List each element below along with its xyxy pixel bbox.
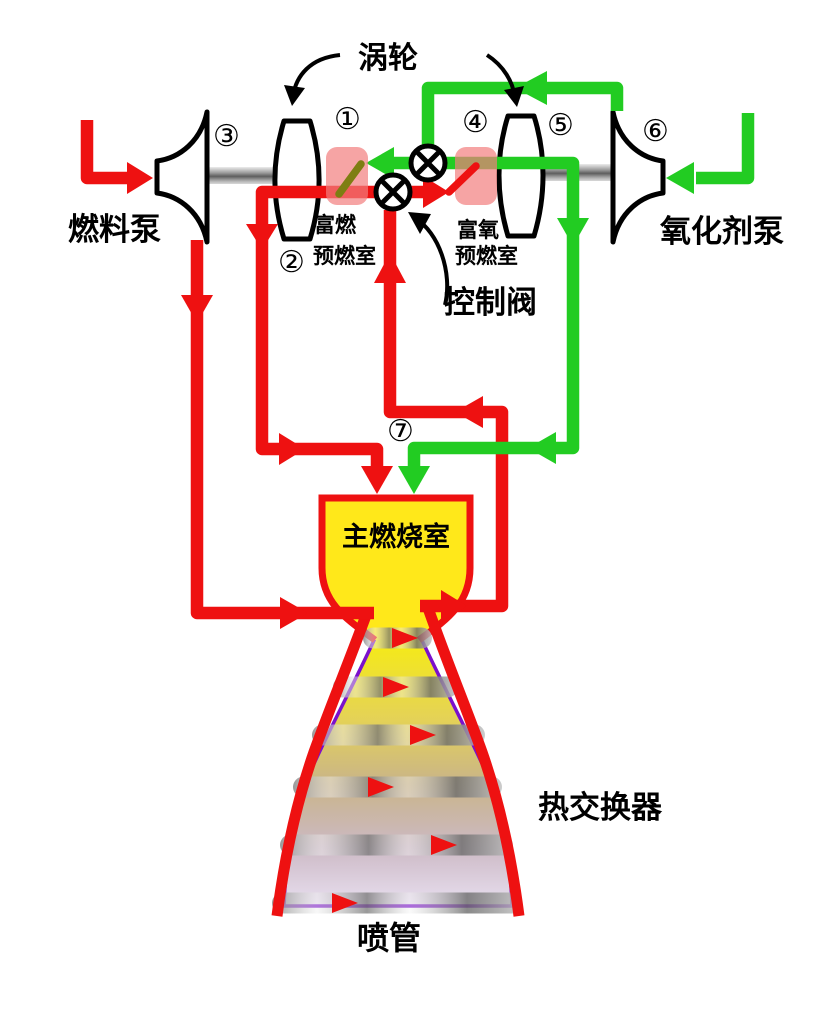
- control-valve-fuel-icon: [373, 172, 413, 212]
- flow-arrow: [361, 466, 393, 494]
- heat-exchanger-label: 热交换器: [538, 790, 662, 825]
- fuel-pump-discharge-line: [190, 240, 374, 620]
- control-valve-oxidizer-icon: [408, 143, 448, 183]
- turbine-label: 涡轮: [358, 42, 418, 75]
- fuel-rich-gas-line: [255, 185, 388, 470]
- fuel-lines: [80, 120, 509, 620]
- flow-arrow: [280, 597, 308, 629]
- fuel-turbine-shape: [272, 118, 322, 242]
- flow-arrow: [441, 590, 467, 622]
- cooling-line-right: [422, 606, 525, 917]
- tube-flow-arrow: [332, 893, 358, 913]
- heat-exchanger-tubes: [272, 627, 522, 914]
- tube-flow-arrow: [383, 677, 409, 697]
- fuel-flow-arrows: [127, 162, 483, 629]
- fuel-pump-label: 燃料泵: [68, 212, 161, 247]
- flow-arrow: [666, 162, 694, 194]
- flow-arrow: [127, 162, 153, 194]
- flow-arrow: [423, 176, 449, 208]
- tube-flow-arrow: [368, 777, 394, 797]
- fuel-rich-preburner-label-line1: 富燃: [314, 214, 356, 237]
- oxidizer-turbine-shape: [496, 113, 546, 239]
- flow-arrow: [515, 71, 547, 105]
- oxidizer-pump-shape: [610, 109, 666, 245]
- component-number-3: ③: [213, 120, 240, 153]
- tube-flow-arrow: [392, 628, 418, 648]
- ox-rich-gas-line: [390, 156, 580, 470]
- flow-arrow: [366, 147, 394, 179]
- oxygen-rich-preburner-label-line2: 预燃室: [455, 245, 518, 268]
- fuel-injection-slash: [445, 162, 480, 196]
- heat-exchanger-tube: [280, 834, 513, 856]
- mixed-injection-slash: [335, 160, 365, 198]
- flow-arrow: [557, 218, 589, 246]
- flow-arrow: [398, 466, 430, 494]
- component-number-7: ⑦: [387, 415, 414, 448]
- main-chamber-label: 主燃烧室: [342, 522, 450, 552]
- drive-shaft-fuel: [206, 167, 282, 184]
- fuel-rich-preburner-box: [326, 147, 368, 205]
- oxidizer-inlet-line: [696, 113, 755, 185]
- heat-exchanger-tube: [293, 776, 502, 798]
- flow-arrow: [246, 224, 278, 250]
- fuel-rich-preburner-label-line2: 预燃室: [313, 245, 376, 268]
- tube-flow-arrow: [410, 725, 436, 745]
- flow-arrow: [279, 433, 305, 465]
- pointer-arrowhead: [284, 85, 305, 106]
- oxygen-rich-preburner-label-line1: 富氧: [457, 219, 499, 242]
- heat-exchanger-tube: [312, 724, 485, 746]
- oxidizer-pump-label: 氧化剂泵: [660, 214, 784, 249]
- nozzle-label: 喷管: [357, 920, 422, 956]
- pointer-arrowhead: [504, 86, 524, 107]
- flow-arrow: [528, 432, 556, 464]
- component-number-2: ②: [278, 246, 305, 279]
- cooling-line-left: [271, 608, 374, 917]
- heat-exchanger-tube: [272, 892, 522, 914]
- component-number-1: ①: [334, 103, 361, 136]
- flow-arrow: [374, 253, 406, 283]
- oxygen-rich-preburner-box: [455, 147, 497, 205]
- fuel-inlet-line: [80, 120, 130, 185]
- flow-arrow: [181, 295, 213, 323]
- pointer-arrowhead: [408, 212, 431, 234]
- component-number-6: ⑥: [642, 115, 669, 148]
- heat-exchanger-return-line: [383, 210, 509, 613]
- tube-flow-arrow: [431, 835, 457, 855]
- component-number-4: ④: [462, 106, 489, 139]
- oxidizer-flow-arrows: [366, 71, 694, 494]
- component-number-5: ⑤: [547, 109, 574, 142]
- flow-arrow: [455, 396, 483, 428]
- control-valve-label: 控制阀: [444, 285, 537, 320]
- fuel-pump-shape: [154, 109, 210, 245]
